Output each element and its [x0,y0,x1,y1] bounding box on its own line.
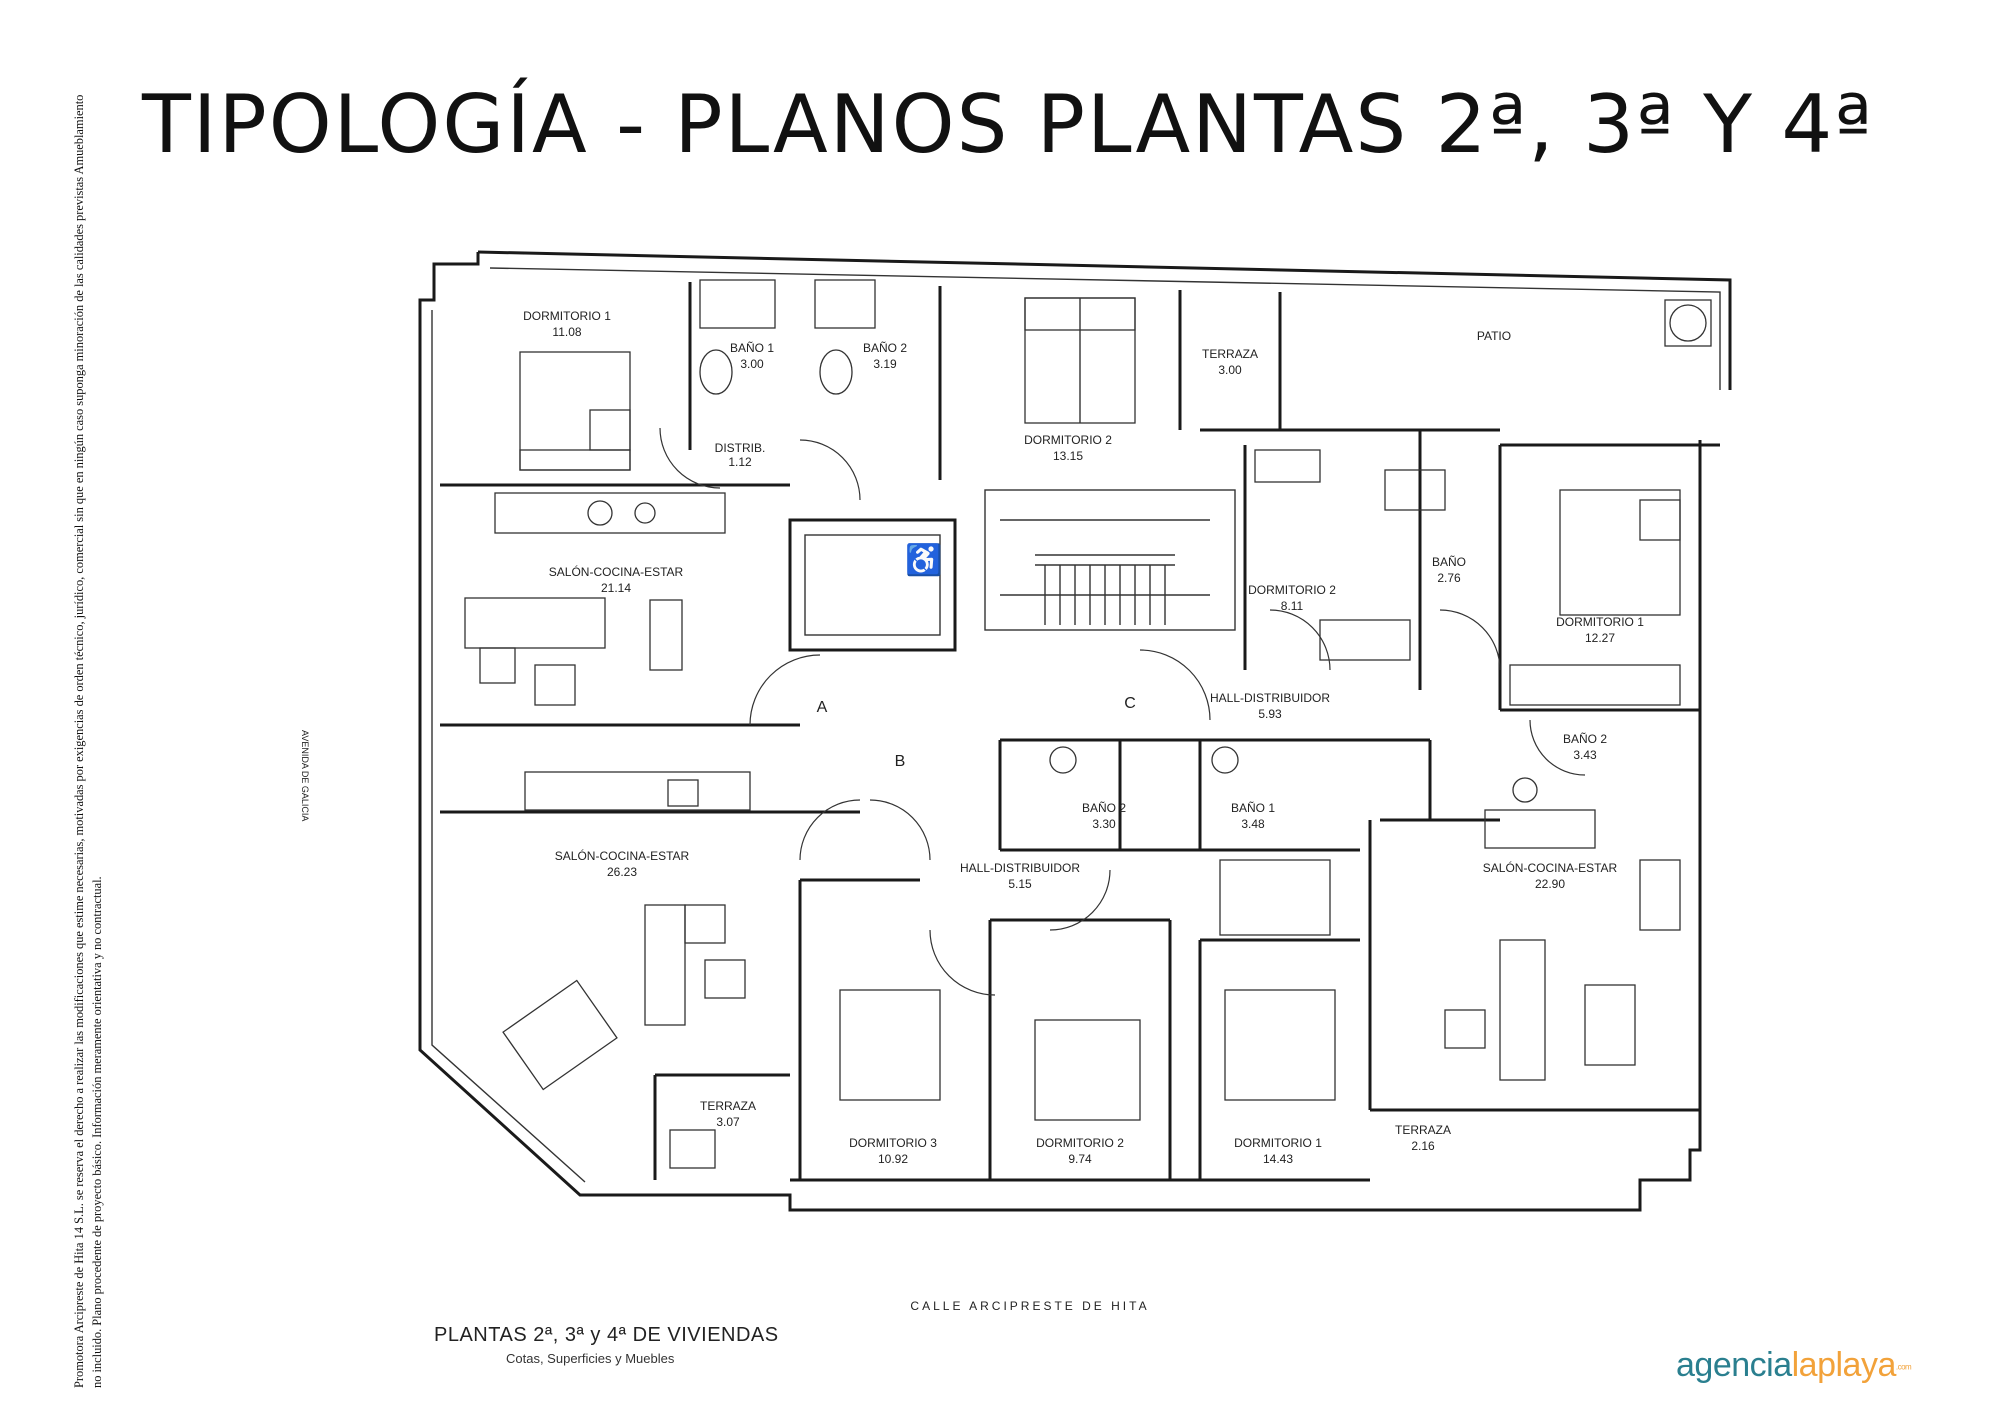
room-b-hall-area: 5.15 [1008,877,1032,891]
plan-caption: PLANTAS 2ª, 3ª y 4ª DE VIVIENDAS Cotas, … [434,1324,779,1366]
room-b-dorm2-name: DORMITORIO 2 [1036,1136,1124,1150]
room-a-bano2-name: BAÑO 2 [863,341,907,355]
logo-part1: agencia [1676,1346,1792,1384]
room-c-terraza-area: 2.16 [1411,1139,1435,1153]
room-c-salon-area: 22.90 [1535,877,1565,891]
doors [659,427,1586,996]
room-a-salon-name: SALÓN-COCINA-ESTAR [549,564,684,579]
room-a-salon-area: 21.14 [601,581,631,595]
room-a-bano1-area: 3.00 [740,357,764,371]
room-b-bano1-area: 3.48 [1241,817,1265,831]
room-b-terraza-area: 3.07 [716,1115,740,1129]
room-c-bano2-name: BAÑO 2 [1563,732,1607,746]
room-c-hall-name: HALL-DISTRIBUIDOR [1210,691,1330,705]
room-b-dorm1-area: 14.43 [1263,1152,1293,1166]
room-a-dorm1-area: 11.08 [552,325,581,339]
room-b-salon-name: SALÓN-COCINA-ESTAR [555,848,690,863]
room-a-dorm2-name: DORMITORIO 2 [1024,433,1112,447]
room-a-bano2-area: 3.19 [873,357,897,371]
room-c-bano-name: BAÑO [1432,555,1466,569]
room-c-dorm1-area: 12.27 [1585,631,1615,645]
patio-label: PATIO [1477,329,1511,343]
room-b-dorm1-name: DORMITORIO 1 [1234,1136,1322,1150]
room-b-dorm2-area: 9.74 [1068,1152,1092,1166]
accessibility-icon: ♿ [905,542,942,577]
entrance-c: C [1124,695,1136,712]
room-a-dorm1-name: DORMITORIO 1 [523,309,611,323]
room-c-dorm2-name: DORMITORIO 2 [1248,583,1336,597]
room-c-dorm1-name: DORMITORIO 1 [1556,615,1644,629]
entrance-a: A [817,699,828,716]
room-b-terraza-name: TERRAZA [700,1099,756,1113]
caption-subtitle: Cotas, Superficies y Muebles [506,1351,675,1366]
logo-suffix: .com [1895,1362,1912,1372]
room-c-dorm2-area: 8.11 [1281,599,1304,613]
room-a-distrib-name: DISTRIB. [715,441,766,455]
room-c-salon-name: SALÓN-COCINA-ESTAR [1483,860,1618,875]
logo-part2: laplaya [1791,1346,1897,1384]
room-b-bano2-area: 3.30 [1092,817,1116,831]
entrance-b: B [895,753,906,770]
room-a-terraza-area: 3.00 [1218,363,1242,377]
room-b-bano1-name: BAÑO 1 [1231,801,1275,815]
agency-logo: agencialaplaya.com [1676,1346,1912,1385]
room-b-hall-name: HALL-DISTRIBUIDOR [960,861,1080,875]
room-c-bano-area: 2.76 [1437,571,1461,585]
room-b-bano2-name: BAÑO 2 [1082,801,1126,815]
street-side-label: AVENIDA DE GALICIA [300,730,310,821]
room-c-hall-area: 5.93 [1258,707,1282,721]
room-b-salon-area: 26.23 [607,865,637,879]
room-a-distrib-area: 1.12 [728,455,752,469]
room-a-bano1-name: BAÑO 1 [730,341,774,355]
room-c-terraza-name: TERRAZA [1395,1123,1451,1137]
room-a-dorm2-area: 13.15 [1053,449,1083,463]
furniture [464,279,1712,1169]
room-c-bano2-area: 3.43 [1573,748,1597,762]
outer-walls [418,250,1732,1212]
caption-title: PLANTAS 2ª, 3ª y 4ª DE VIVIENDAS [434,1324,779,1346]
room-b-dorm3-name: DORMITORIO 3 [849,1136,937,1150]
page-title: TIPOLOGÍA - PLANOS PLANTAS 2ª, 3ª Y 4ª [142,78,1874,171]
street-bottom-label: CALLE ARCIPRESTE DE HITA [910,1299,1149,1313]
room-a-terraza-name: TERRAZA [1202,347,1258,361]
room-b-dorm3-area: 10.92 [878,1152,908,1166]
stair-core: ♿ [788,489,1236,652]
